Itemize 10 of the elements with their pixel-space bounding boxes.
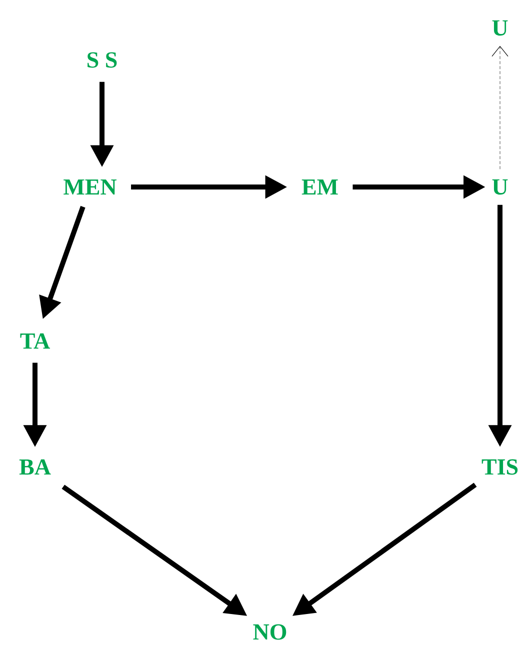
node-label: U (492, 179, 508, 195)
node-label: TIS (482, 459, 518, 475)
node-label: MEN (64, 179, 117, 195)
node-label: NO (253, 624, 286, 640)
node-label: EM (302, 179, 338, 195)
node-label: S S (88, 52, 117, 68)
node-label: U (492, 20, 508, 36)
arrow (492, 46, 508, 170)
node-label: TA (20, 333, 50, 349)
node-label: BA (19, 459, 51, 475)
